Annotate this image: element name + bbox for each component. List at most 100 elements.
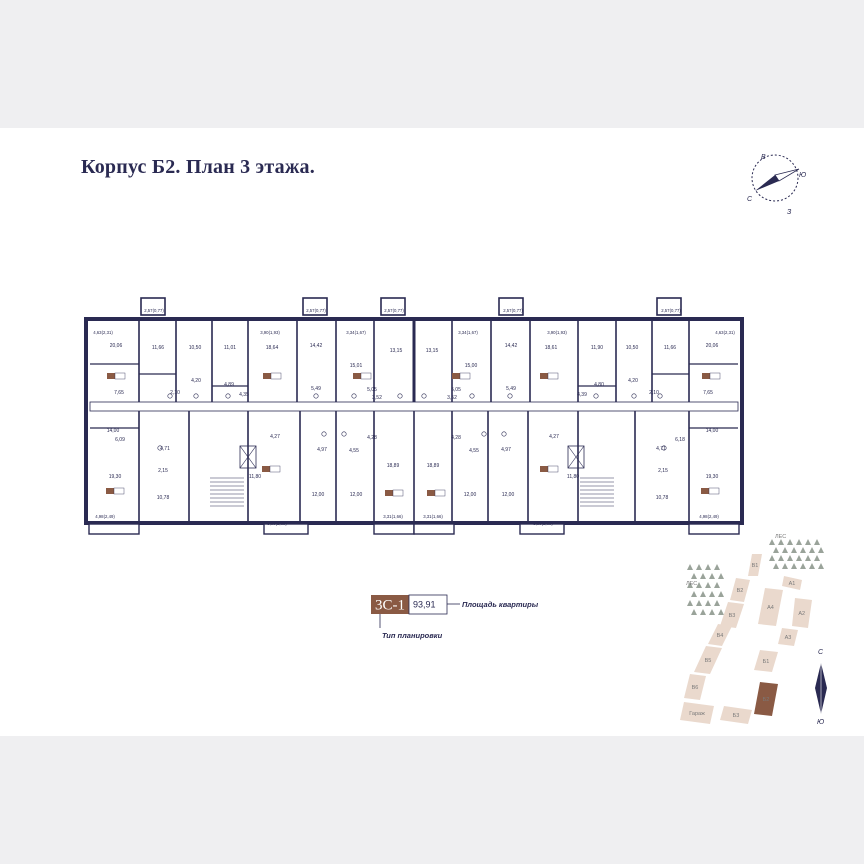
room-area: 18,64 [266,345,279,351]
fixture [481,431,487,437]
compass-needle-tail [774,168,800,182]
balcony-south [373,523,415,535]
elevator-cross [567,445,585,469]
apartment-tag-type [540,466,548,472]
balcony-dimension: 2,57(0,77) [503,308,523,313]
tree-icon [691,573,697,579]
apartment-tag-type [702,373,710,379]
room-area: 4,89 [224,382,234,388]
tree-icon [805,555,811,561]
fixture [657,393,663,399]
room-area: 13,15 [390,348,403,354]
site-building [720,602,744,628]
tree-icon [687,582,693,588]
tree-icon [705,564,711,570]
balcony-dimension: 4,63(2,31) [93,330,113,335]
tree-icon [791,563,797,569]
fixture [313,393,319,399]
balcony-north [380,297,406,316]
apartment-tag-type [385,490,393,496]
apartment-tag-area [269,465,281,473]
room-area: 19,30 [109,474,122,480]
legend-area-box [408,594,448,615]
site-building-label: В6 [692,685,699,691]
room-area: 11,80 [567,474,579,480]
forest-trees [687,539,824,615]
fixture [157,445,163,451]
tree-icon [687,600,693,606]
north-arrow-bottom: Ю [817,719,824,726]
room-area: 10,78 [656,495,669,501]
balcony-north [498,297,524,316]
fixture [321,431,327,437]
balcony-south [519,523,565,535]
tree-icon [714,600,720,606]
site-building [792,598,812,628]
site-building [684,674,706,700]
room-area: 19,30 [706,474,719,480]
fixture [341,431,347,437]
tree-icon [791,547,797,553]
room-area: 18,89 [427,463,440,469]
site-building-label: В5 [705,658,712,664]
site-building-label: А3 [785,635,792,641]
room-area: 12,00 [464,492,477,498]
tree-icon [800,547,806,553]
tree-icon [705,600,711,606]
room-area: 20,06 [110,343,123,349]
room-area: 4,27 [270,434,280,440]
legend-code: 3С-1 [375,598,405,614]
balcony-south [688,523,740,535]
room-area: 18,89 [387,463,400,469]
fixture [593,393,599,399]
room-area: 7,65 [703,390,713,396]
elevator [567,445,585,469]
room-area: 4,20 [628,378,638,384]
site-building [708,624,732,646]
tree-icon [800,563,806,569]
room-area: 3,52 [372,395,382,401]
tree-icon [700,609,706,615]
corridor [89,401,739,412]
balcony-dimension: 3,34(1,67) [346,330,366,335]
apartment-tag-type [262,466,270,472]
room-area: 4,55 [469,448,479,454]
site-building [778,628,798,646]
elevator-shaft [239,445,257,469]
room-area: 4,97 [317,447,327,453]
fixture [501,431,507,437]
balcony-dimension: 2,57(0,77) [306,308,326,313]
tree-icon [818,563,824,569]
page-title: Корпус Б2. План 3 этажа. [81,156,315,178]
site-building [754,682,778,716]
room-area: 10,50 [189,345,202,351]
tree-icon [818,547,824,553]
room-area: 12,00 [350,492,363,498]
legend-area-caption: Площадь квартиры [462,600,539,609]
interior-walls [90,321,738,521]
apartment-tag-area [547,372,559,380]
apartment-tag [427,489,446,497]
tree-icon [696,564,702,570]
tree-icon [773,547,779,553]
room-area: 4,27 [549,434,559,440]
legend: 3С-1 93,91 Площадь квартиры Тип планиров… [371,594,539,640]
site-building-label: Б2 [763,697,770,703]
fixture [397,393,403,399]
site-building [720,706,752,724]
tree-icon [705,582,711,588]
tree-icon [709,591,715,597]
room-area: 2,15 [158,468,168,474]
tree-icon [700,573,706,579]
room-area: 11,90 [591,345,603,351]
room-area: 14,00 [107,428,120,434]
balcony-dimension: 3,90(1,93) [547,330,567,335]
room-area: 5,49 [311,386,321,392]
apartment-tag-type [452,373,460,379]
site-building [782,576,802,590]
site-building [758,588,783,626]
